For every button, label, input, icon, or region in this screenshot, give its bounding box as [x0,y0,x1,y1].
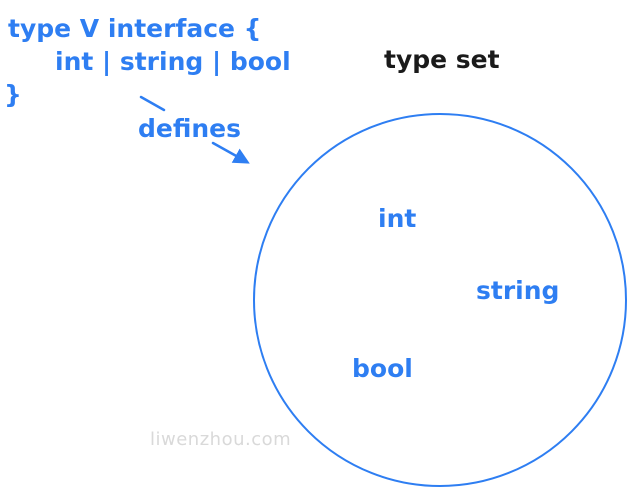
set-member-int: int [378,204,417,233]
type-set-title: type set [384,45,500,74]
code-line-union-types: int | string | bool [55,47,291,76]
set-member-string: string [476,276,560,305]
defines-label: defines [138,114,242,143]
code-snippet: type V interface { int | string | bool } [4,12,291,111]
code-line-interface-close: } [4,80,22,109]
type-set-circle [253,113,627,487]
watermark: liwenzhou.com [150,429,292,450]
set-member-bool: bool [352,354,413,383]
defines-arrow [211,141,250,164]
code-line-interface-open: type V interface { [8,14,262,43]
